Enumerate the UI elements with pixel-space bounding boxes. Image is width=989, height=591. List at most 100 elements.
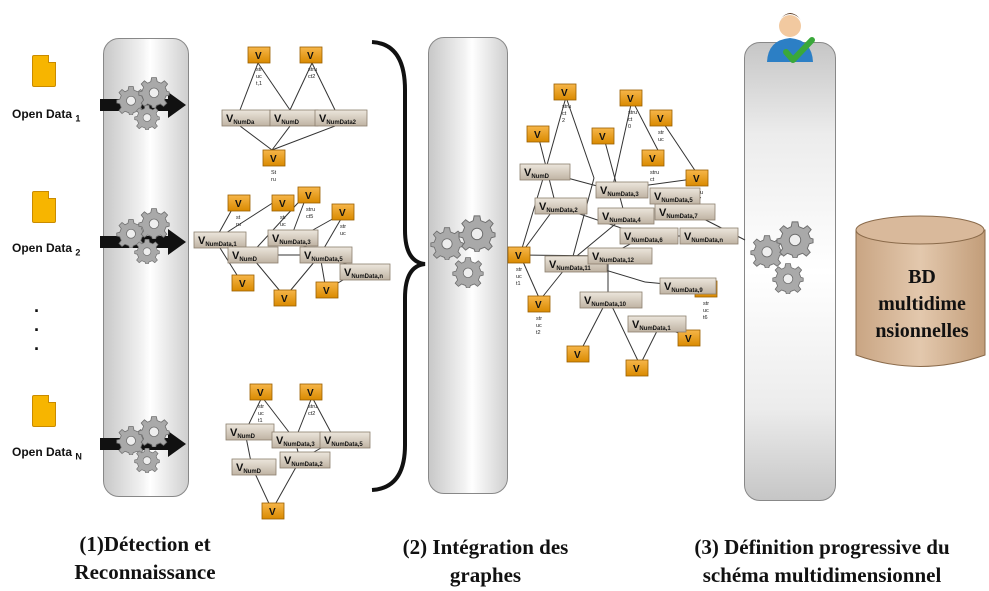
property-node: VNumData,3 bbox=[271, 431, 323, 449]
property-node: VNumData,5 bbox=[319, 431, 371, 449]
step-1-line2: Reconnaissance bbox=[74, 560, 216, 584]
svg-text:V: V bbox=[279, 199, 286, 210]
source-label: Open Data bbox=[12, 241, 73, 255]
structure-label: ct bbox=[628, 117, 633, 123]
svg-text:V: V bbox=[627, 94, 634, 105]
structure-label: stru bbox=[308, 404, 317, 410]
structure-label: uc bbox=[340, 231, 346, 237]
source-subscript: 2 bbox=[75, 247, 81, 258]
structure-label: t,1 bbox=[256, 81, 262, 87]
structure-node: V bbox=[591, 127, 615, 145]
structure-label: uc bbox=[258, 411, 264, 417]
step-2-caption: (2) Intégration des graphes bbox=[368, 533, 603, 589]
svg-text:V: V bbox=[305, 191, 312, 202]
structure-label: t1 bbox=[516, 281, 521, 287]
svg-text:V: V bbox=[235, 199, 242, 210]
user-avatar-icon bbox=[767, 13, 815, 63]
property-node: VNumData,10 bbox=[579, 291, 643, 309]
structure-label: str bbox=[340, 224, 346, 230]
structure-label: st bbox=[236, 215, 241, 221]
structure-node: V bbox=[526, 125, 550, 143]
structure-label: stru bbox=[562, 104, 571, 110]
structure-label: 0 bbox=[628, 124, 631, 130]
database-label-line1: BD bbox=[908, 266, 936, 288]
step-2-line1: (2) Intégration des bbox=[402, 535, 569, 559]
svg-text:V: V bbox=[561, 88, 568, 99]
svg-text:V: V bbox=[239, 279, 246, 290]
structure-node: V bbox=[315, 281, 339, 299]
step-3-line2: schéma multidimensionnel bbox=[702, 563, 942, 587]
open-data-1-label: Open Data 1 bbox=[12, 107, 80, 123]
property-node: VNumData,1 bbox=[193, 231, 247, 249]
svg-text:V: V bbox=[599, 132, 606, 143]
structure-label: ct2 bbox=[308, 74, 315, 80]
structure-node: V bbox=[261, 502, 285, 520]
structure-label: t2 bbox=[536, 330, 541, 336]
property-node: VNumData,12 bbox=[587, 247, 653, 265]
svg-text:V: V bbox=[515, 251, 522, 262]
svg-text:V: V bbox=[693, 174, 700, 185]
structure-label: ct bbox=[650, 177, 655, 183]
structure-label: uc bbox=[658, 137, 664, 143]
document-icon bbox=[32, 395, 56, 427]
property-node: VNumData,3 bbox=[595, 181, 649, 199]
step-1-caption: (1)Détection et Reconnaissance bbox=[30, 530, 260, 586]
step-3-caption: (3) Définition progressive du schéma mul… bbox=[655, 533, 989, 589]
property-node: VNumData,6 bbox=[619, 227, 679, 245]
structure-label: str bbox=[536, 316, 542, 322]
svg-text:V: V bbox=[339, 208, 346, 219]
structure-label: ct2 bbox=[308, 411, 315, 417]
property-node: VNumData,5 bbox=[299, 246, 353, 264]
property-node: VNumD bbox=[519, 163, 571, 181]
structure-label: str bbox=[516, 267, 522, 273]
document-icon bbox=[32, 55, 56, 87]
svg-text:V: V bbox=[633, 364, 640, 375]
property-node: VNumData,4 bbox=[597, 207, 655, 225]
property-node: VNumData,9 bbox=[659, 277, 717, 295]
structure-label: stru bbox=[308, 67, 317, 73]
structure-label: str bbox=[280, 215, 286, 221]
property-node: VNumData,n bbox=[339, 263, 391, 281]
structure-label: str bbox=[703, 301, 709, 307]
property-node: VNumData,2 bbox=[279, 451, 331, 469]
property-node: VNumData,n bbox=[679, 227, 739, 245]
svg-text:V: V bbox=[269, 507, 276, 518]
structure-label: t1 bbox=[258, 418, 263, 424]
structure-label: St bbox=[271, 170, 277, 176]
structure-label: stru bbox=[628, 110, 637, 116]
grouping-brace bbox=[371, 40, 426, 492]
source-subscript: 1 bbox=[75, 113, 81, 124]
structure-label: uc bbox=[703, 308, 709, 314]
svg-text:V: V bbox=[255, 51, 262, 62]
structure-label: ct5 bbox=[306, 214, 313, 220]
structure-label: t6 bbox=[703, 315, 708, 321]
structure-label: uc bbox=[516, 274, 522, 280]
property-node: VNumData,7 bbox=[654, 203, 716, 221]
property-node: VNumD bbox=[231, 458, 277, 476]
structure-label: uc bbox=[536, 323, 542, 329]
svg-text:V: V bbox=[270, 154, 277, 165]
structure-node: V bbox=[677, 329, 701, 347]
source-subscript: N bbox=[75, 451, 82, 462]
structure-label: 2 bbox=[562, 118, 565, 124]
property-node: VNumD bbox=[227, 246, 279, 264]
step-3-line1: (3) Définition progressive du bbox=[694, 535, 950, 559]
structure-label: ct bbox=[562, 111, 567, 117]
svg-text:V: V bbox=[281, 294, 288, 305]
step-2-line2: graphes bbox=[449, 563, 522, 587]
